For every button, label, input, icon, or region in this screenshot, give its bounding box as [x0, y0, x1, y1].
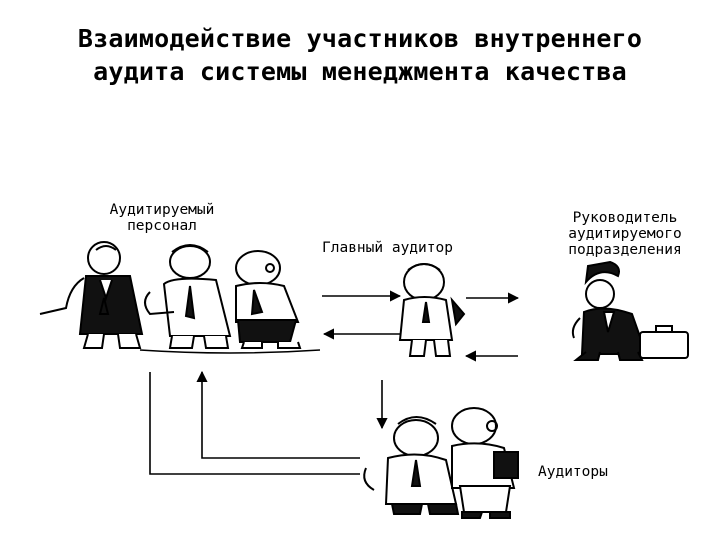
node-unit-head-line-2: аудитируемого: [568, 226, 682, 242]
connector-auditors-to-personnel-outer: [149, 372, 360, 475]
diagram-arrows: [149, 290, 520, 475]
node-unit-head-line-1: Руководитель: [572, 210, 678, 226]
person-figure-2: [144, 244, 232, 349]
auditor-figure-2: [451, 407, 519, 519]
person-figure-3: [235, 250, 302, 349]
arrow-auditors-to-personnel-inner: [196, 370, 360, 459]
node-audited-personnel-label: Аудитируемый персонал: [62, 202, 262, 234]
title-line-2: аудита системы менеджмента качества: [93, 57, 627, 86]
node-audited-personnel-line-2: персонал: [127, 218, 197, 234]
unit-head-illustration: [571, 260, 689, 361]
node-auditors-label: Аудиторы: [538, 464, 608, 480]
node-lead-auditor-label: Главный аудитор: [322, 240, 453, 256]
node-audited-personnel-line-1: Аудитируемый: [109, 202, 215, 218]
auditor-figure-1: [363, 416, 460, 515]
audited-personnel-illustration: [39, 241, 321, 354]
diagram-title: Взаимодействие участников внутреннего ау…: [0, 22, 720, 88]
node-unit-head-line-3: подразделения: [568, 242, 682, 258]
lead-auditor-illustration: [398, 263, 466, 357]
node-unit-head-label: Руководитель аудитируемого подразделения: [540, 210, 710, 258]
person-figure-1: [39, 241, 144, 349]
title-line-1: Взаимодействие участников внутреннего: [77, 24, 643, 53]
auditors-illustration: [363, 407, 519, 519]
